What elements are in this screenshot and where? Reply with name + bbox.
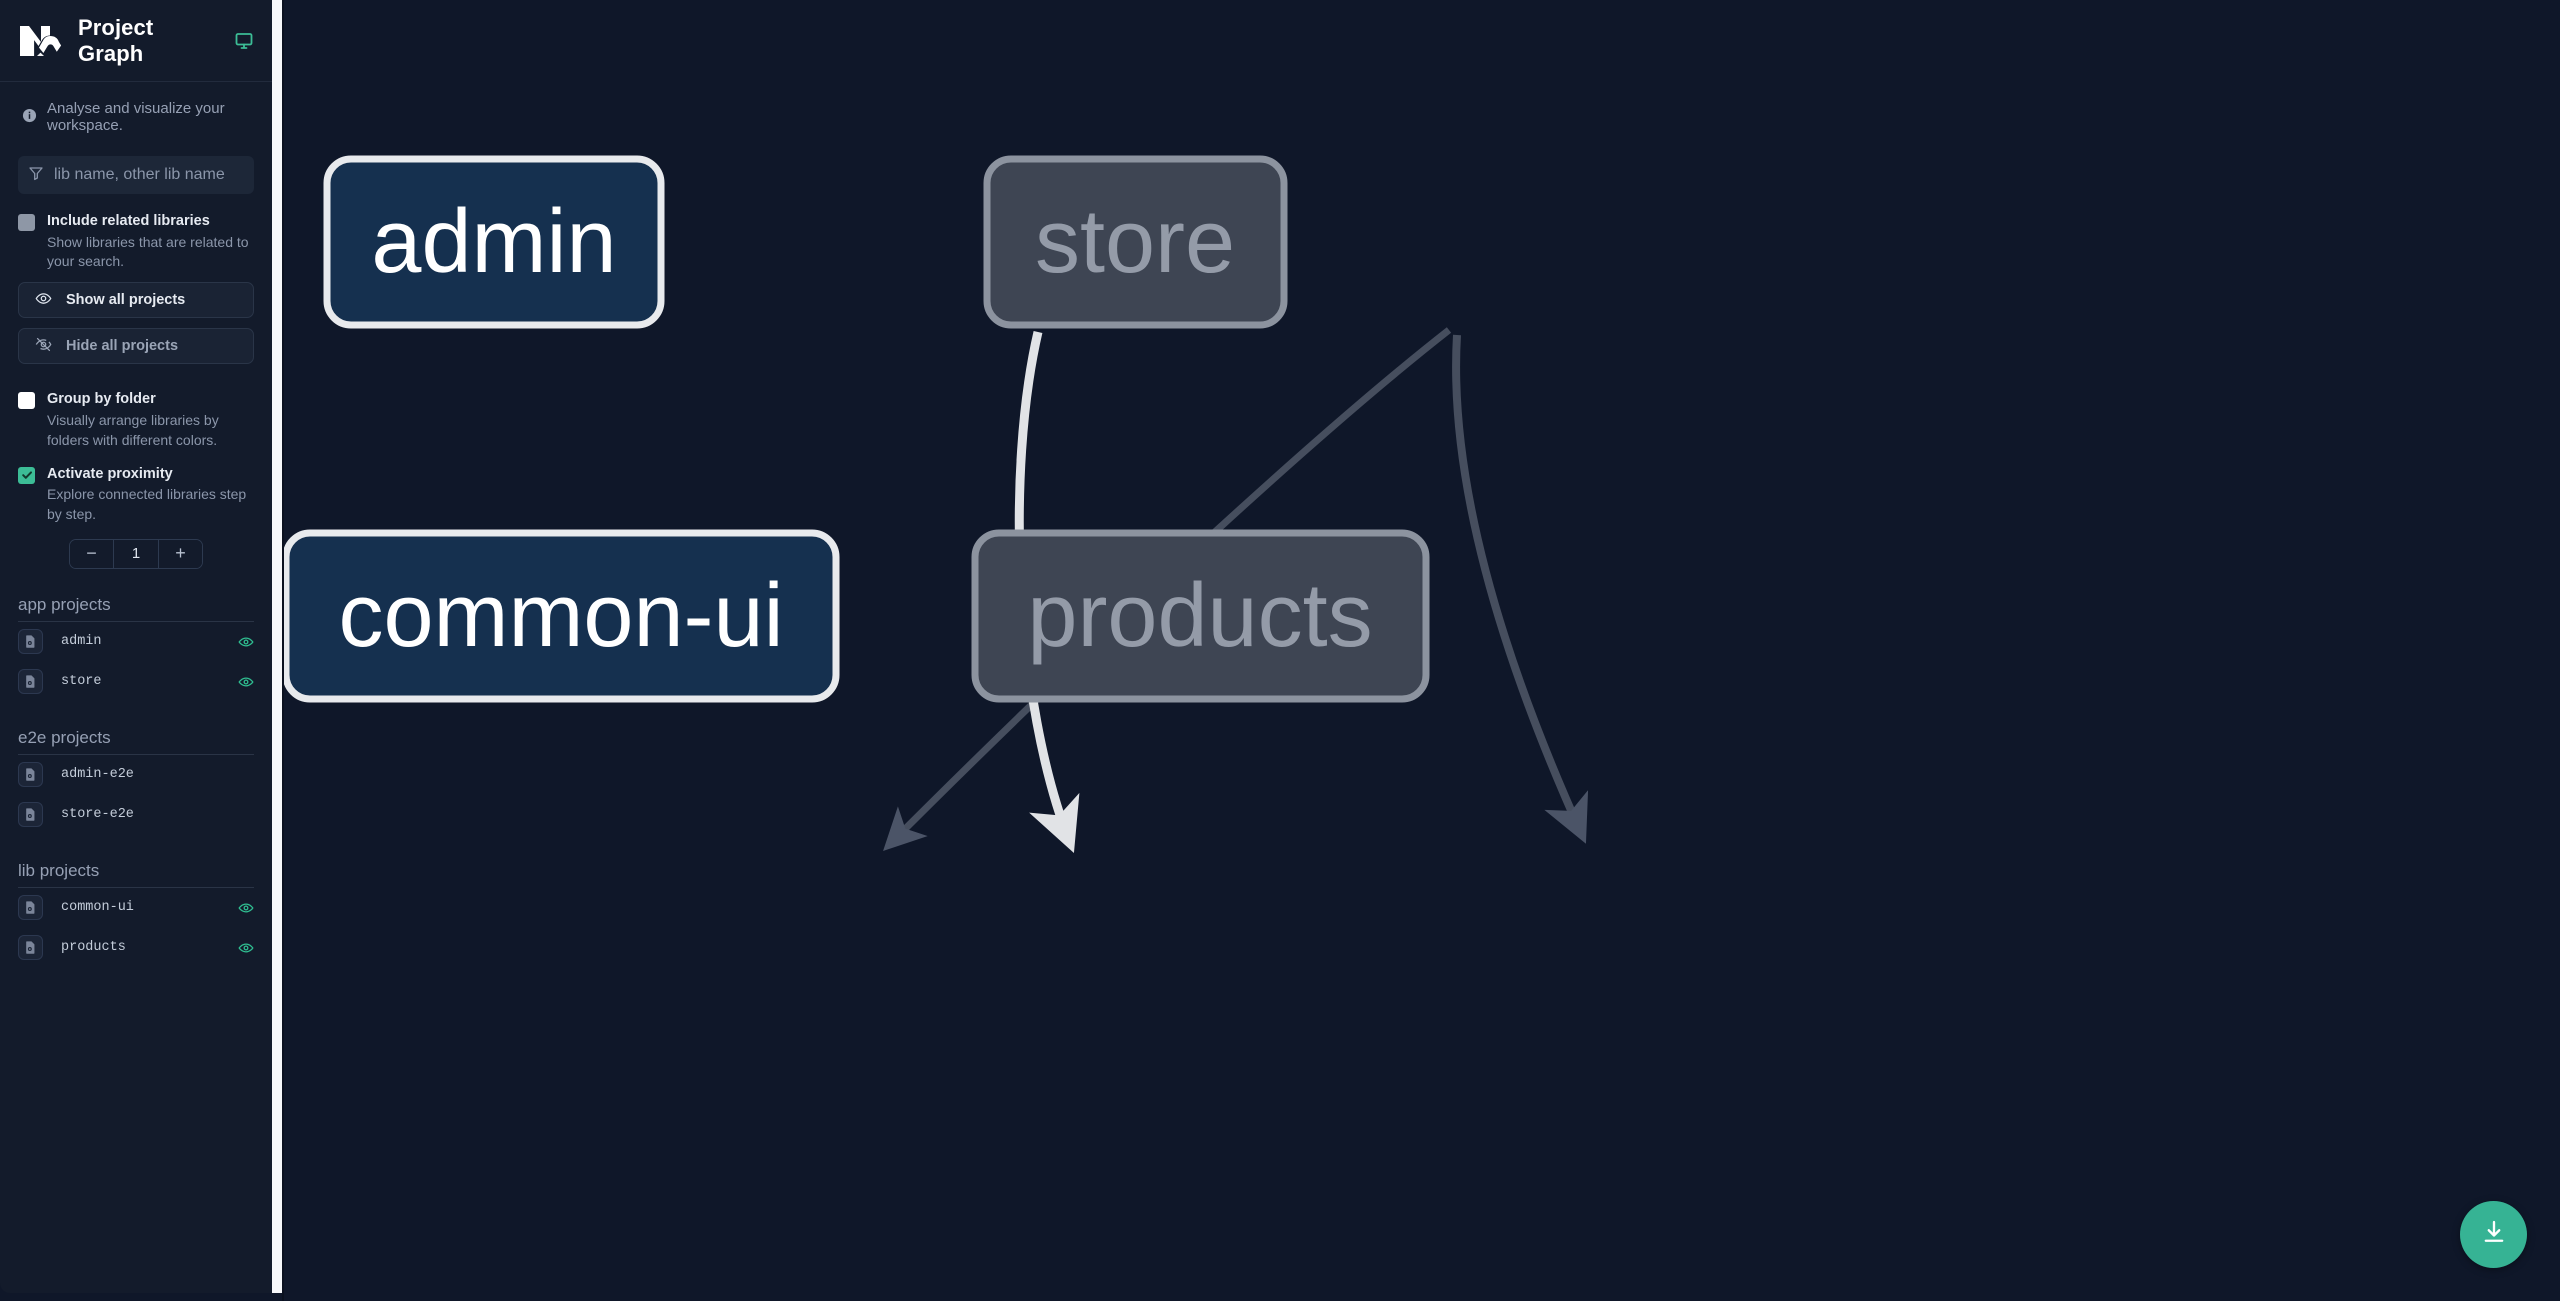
graph-node-products[interactable]: products (971, 529, 1430, 703)
project-name: store-e2e (61, 807, 134, 823)
graph-node-label: store (1035, 192, 1235, 292)
page-title: Project Graph (78, 14, 154, 66)
graph-node-admin[interactable]: admin (323, 155, 665, 329)
proximity-increment-button[interactable]: + (159, 539, 202, 568)
edge-store-to-common-ui (883, 327, 1452, 851)
option-description: Explore connected libraries step by step… (47, 486, 247, 523)
info-icon (22, 108, 37, 127)
option-label: Group by folder (47, 391, 156, 408)
graph-node-common-ui[interactable]: common-ui (284, 529, 840, 703)
option-label: Activate proximity (47, 465, 173, 482)
option-include-related-libraries[interactable]: Include related libraries Show libraries… (0, 194, 272, 272)
group-title: lib projects (18, 861, 254, 888)
graph-node-label: admin (371, 192, 616, 292)
project-name: admin (61, 634, 102, 650)
eye-visible-icon[interactable] (238, 900, 254, 916)
option-label: Include related libraries (47, 213, 210, 229)
search-input[interactable] (54, 166, 261, 184)
project-row-admin[interactable]: admin (18, 622, 254, 662)
project-file-icon (18, 895, 43, 921)
checkbox-group-by-folder[interactable] (18, 392, 35, 410)
sidebar-header: Project Graph (0, 0, 272, 82)
eye-icon (35, 290, 52, 311)
option-description: Visually arrange libraries by folders wi… (47, 411, 219, 448)
project-name: products (61, 940, 126, 956)
project-graph-canvas[interactable]: admin store common-ui products (284, 0, 2560, 1301)
project-row-products[interactable]: products (18, 928, 254, 968)
search-box[interactable] (18, 156, 261, 194)
eye-visible-icon[interactable] (238, 940, 254, 956)
nx-logo (18, 22, 64, 60)
eye-off-icon (35, 336, 52, 357)
checkbox-activate-proximity[interactable] (18, 466, 35, 484)
proximity-stepper: − 1 + (18, 538, 254, 569)
download-image-button[interactable] (2460, 1201, 2527, 1268)
project-row-admin-e2e[interactable]: admin-e2e (18, 755, 254, 795)
eye-visible-icon[interactable] (238, 674, 254, 690)
project-name: common-ui (61, 900, 134, 916)
option-description: Show libraries that are related to your … (47, 233, 249, 270)
project-group-lib: lib projects common-ui (0, 861, 272, 968)
show-all-projects-button[interactable]: Show all projects (18, 282, 254, 319)
project-row-store[interactable]: store (18, 662, 254, 702)
monitor-icon[interactable] (234, 31, 254, 51)
group-title: e2e projects (18, 728, 254, 755)
project-file-icon (18, 802, 43, 828)
project-file-icon (18, 935, 43, 961)
graph-node-label: common-ui (338, 566, 783, 666)
project-name: store (61, 674, 102, 690)
proximity-value: 1 (113, 539, 159, 568)
sidebar: Project Graph Analyse and visualize your… (0, 0, 272, 1293)
proximity-decrement-button[interactable]: − (70, 539, 113, 568)
hide-all-projects-label: Hide all projects (66, 338, 179, 355)
tagline-text: Analyse and visualize your workspace. (47, 100, 225, 134)
project-file-icon (18, 629, 43, 655)
option-activate-proximity[interactable]: Activate proximity Explore connected lib… (0, 451, 272, 525)
sidebar-tagline: Analyse and visualize your workspace. (0, 82, 272, 148)
hide-all-projects-button[interactable]: Hide all projects (18, 328, 254, 365)
project-name: admin-e2e (61, 767, 134, 783)
sidebar-scrollbar[interactable] (272, 0, 282, 1293)
download-icon (2480, 1218, 2508, 1251)
project-group-e2e: e2e projects admin-e2e (0, 728, 272, 835)
edge-store-to-products (1452, 334, 1589, 844)
option-group-by-folder[interactable]: Group by folder Visually arrange librari… (0, 364, 272, 450)
project-file-icon (18, 669, 43, 695)
checkbox-include-related[interactable] (18, 214, 35, 231)
filter-icon (28, 165, 44, 186)
project-row-store-e2e[interactable]: store-e2e (18, 795, 254, 835)
sidebar-divider (282, 0, 284, 1301)
graph-node-label: products (1027, 566, 1372, 666)
project-group-app: app projects admin (0, 595, 272, 702)
project-row-common-ui[interactable]: common-ui (18, 888, 254, 928)
show-all-projects-label: Show all projects (66, 292, 186, 309)
graph-node-store[interactable]: store (983, 155, 1288, 329)
group-title: app projects (18, 595, 254, 622)
eye-visible-icon[interactable] (238, 634, 254, 650)
project-file-icon (18, 762, 43, 788)
